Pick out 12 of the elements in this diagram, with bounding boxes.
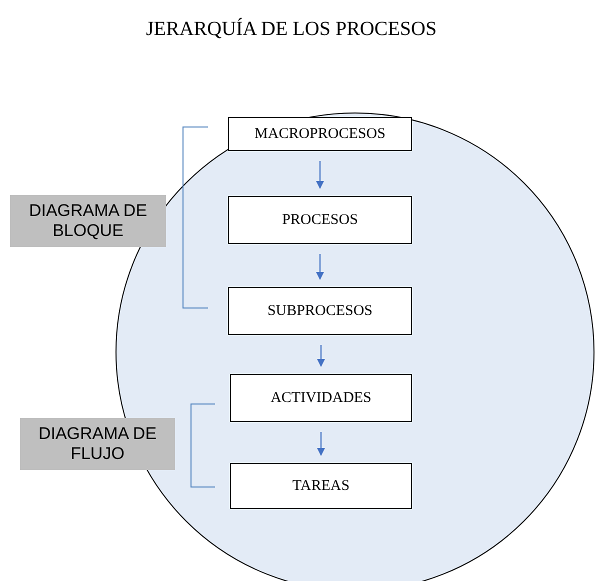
process-box: TAREAS [230,463,412,509]
arrow [317,432,325,456]
arrow [316,161,324,189]
process-box: PROCESOS [228,196,412,244]
arrow [316,254,324,280]
process-box: MACROPROCESOS [228,117,412,151]
category-label: DIAGRAMA DE FLUJO [20,418,175,470]
title: JERARQUÍA DE LOS PROCESOS [146,18,437,41]
category-label: DIAGRAMA DE BLOQUE [10,195,166,247]
process-box: ACTIVIDADES [230,374,412,422]
arrow [317,345,325,367]
process-box: SUBPROCESOS [228,287,412,335]
